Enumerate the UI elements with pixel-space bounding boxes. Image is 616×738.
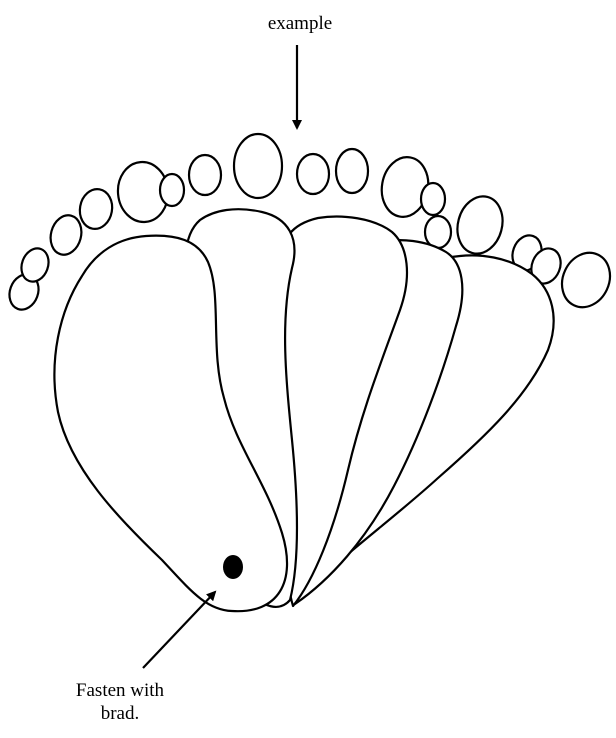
- toe-outline: [46, 212, 85, 258]
- fasten-label: Fasten with brad.: [45, 679, 195, 725]
- brad-arrow: [143, 592, 215, 668]
- toe-outline: [553, 245, 616, 315]
- foot-cutouts: [54, 209, 553, 611]
- toe-outline: [160, 174, 184, 206]
- example-label: example: [230, 12, 370, 35]
- toe-outline: [425, 216, 451, 248]
- toe-outline: [234, 134, 282, 198]
- brad-fastener: [223, 555, 243, 579]
- toe-outline: [77, 187, 115, 232]
- example-label-text: example: [268, 13, 332, 34]
- toe-outline: [421, 183, 445, 215]
- toe-outline: [189, 155, 221, 195]
- toe-outline: [451, 191, 509, 258]
- toe-outline: [336, 149, 368, 193]
- fasten-label-line1: Fasten with: [45, 679, 195, 702]
- fasten-label-line2: brad.: [45, 702, 195, 725]
- toe-outline: [297, 154, 329, 194]
